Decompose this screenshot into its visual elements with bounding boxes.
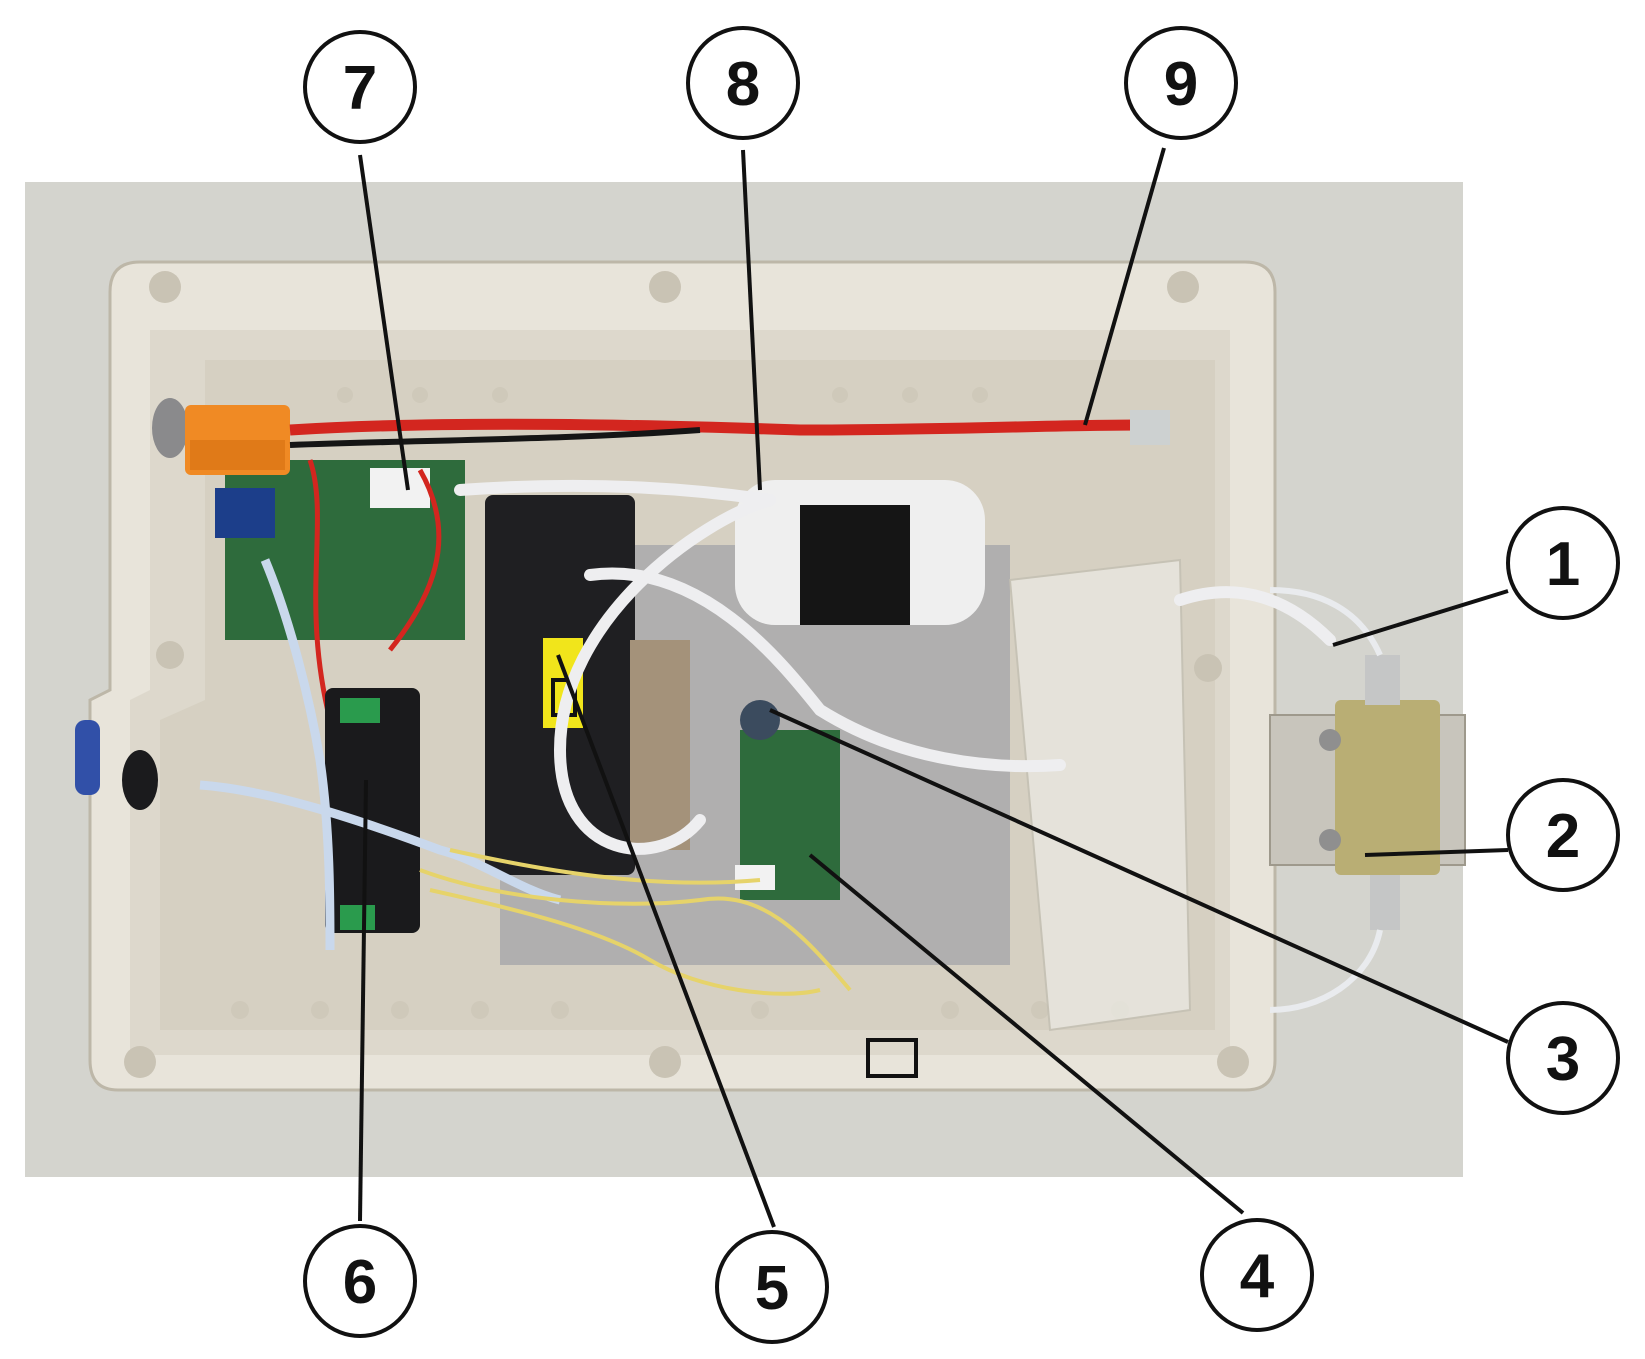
callout-1: 1: [1506, 506, 1620, 620]
power-inlet: [152, 398, 290, 475]
callout-number: 4: [1240, 1242, 1275, 1311]
leader-line-6: [358, 779, 368, 1222]
leader-line-9: [1083, 147, 1166, 426]
battery-pack: [485, 495, 635, 875]
callout-number: 1: [1546, 530, 1580, 599]
callout-number: 8: [726, 50, 760, 119]
callout-3: 3: [1506, 1001, 1620, 1115]
leader-line-2: [1364, 848, 1509, 857]
callout-9: 9: [1124, 26, 1238, 140]
leader-line-3: [769, 708, 1509, 1044]
pump-inlet-tube: [1269, 587, 1383, 657]
leader-line-5: [556, 654, 776, 1228]
callout-number: 7: [343, 54, 377, 123]
callout-circle: [1506, 1001, 1620, 1115]
callout-circle: [1506, 778, 1620, 892]
screw-hole: [649, 1046, 681, 1078]
screw-hole: [149, 271, 181, 303]
solenoid-valve: [1269, 655, 1466, 930]
power-connector-board: [215, 460, 465, 640]
screw-hole: [649, 271, 681, 303]
air-pump: [735, 480, 985, 625]
callout-6: 6: [303, 1224, 417, 1338]
leader-line-7: [358, 154, 410, 491]
screw-hole: [156, 641, 184, 669]
leader-line-4: [808, 853, 1245, 1215]
clear-tray: [1008, 558, 1192, 1032]
tubing: [454, 479, 1336, 855]
leader-line-1: [1332, 589, 1509, 647]
power-cable: [289, 418, 1141, 436]
callouts: 1 2 3 4 5 6 7 8: [303, 26, 1620, 1344]
marker-square: [866, 1038, 918, 1078]
photo: [25, 182, 1466, 1177]
screw-hole: [1194, 654, 1222, 682]
side-connector: [122, 750, 158, 810]
ribbon-cables: [199, 558, 562, 951]
screw-hole: [1167, 271, 1199, 303]
callout-number: 5: [755, 1254, 789, 1323]
yellow-wires: [419, 848, 852, 996]
leader-lines: [358, 147, 1509, 1228]
callout-8: 8: [686, 26, 800, 140]
callout-number: 3: [1546, 1025, 1580, 1094]
callout-4: 4: [1200, 1218, 1314, 1332]
callout-circle: [1200, 1218, 1314, 1332]
callout-2: 2: [1506, 778, 1620, 892]
callout-circle: [303, 1224, 417, 1338]
screw-hole: [1217, 1046, 1249, 1078]
leader-line-8: [741, 149, 762, 491]
callout-circle: [303, 30, 417, 144]
callout-number: 9: [1164, 50, 1198, 119]
control-pcb: [630, 640, 840, 900]
callout-7: 7: [303, 30, 417, 144]
callout-circle: [1506, 506, 1620, 620]
callout-circle: [715, 1230, 829, 1344]
screw-hole: [124, 1046, 156, 1078]
callout-circle: [686, 26, 800, 140]
callout-5: 5: [715, 1230, 829, 1344]
callout-number: 2: [1546, 802, 1580, 871]
callout-circle: [1124, 26, 1238, 140]
power-converter-module: [325, 688, 420, 933]
callout-number: 6: [343, 1248, 377, 1317]
